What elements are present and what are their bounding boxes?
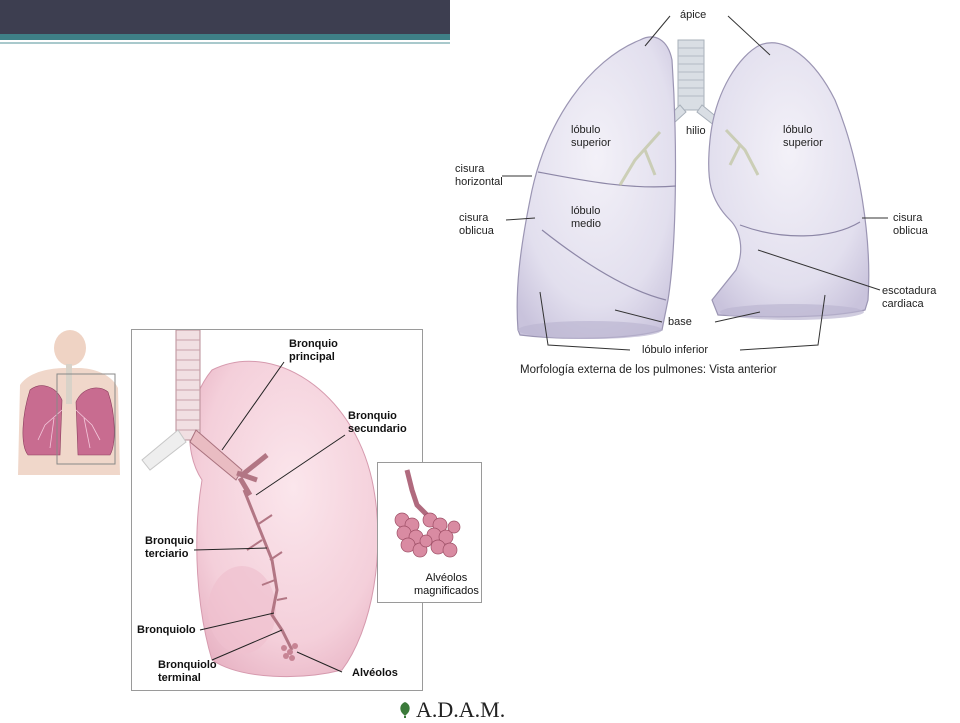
bronchi-illustration [141,330,379,678]
right-lung-shape [708,42,870,318]
title-bar-line [0,42,450,44]
label-base: base [668,316,692,328]
label-alveolos: Alvéolos [352,667,398,679]
adam-logo: A.D.A.M. [416,697,506,722]
torso-thumbnail [18,330,120,475]
lungs-anterior-illustration [502,15,888,351]
alveoli-illustration [394,469,461,558]
label-lobulo-inferior: lóbulo inferior [642,344,709,356]
label-bronquiolo: Bronquiolo [137,624,196,636]
left-lung-shape [516,36,677,339]
trachea-shape [677,39,705,111]
title-bar [0,0,450,34]
label-apice: ápice [680,9,707,21]
title-bar-accent [0,34,450,40]
lungs-caption: Morfología externa de los pulmones: Vist… [520,364,777,376]
label-hilio: hilio [686,125,706,137]
adam-leaf-icon [400,702,410,718]
